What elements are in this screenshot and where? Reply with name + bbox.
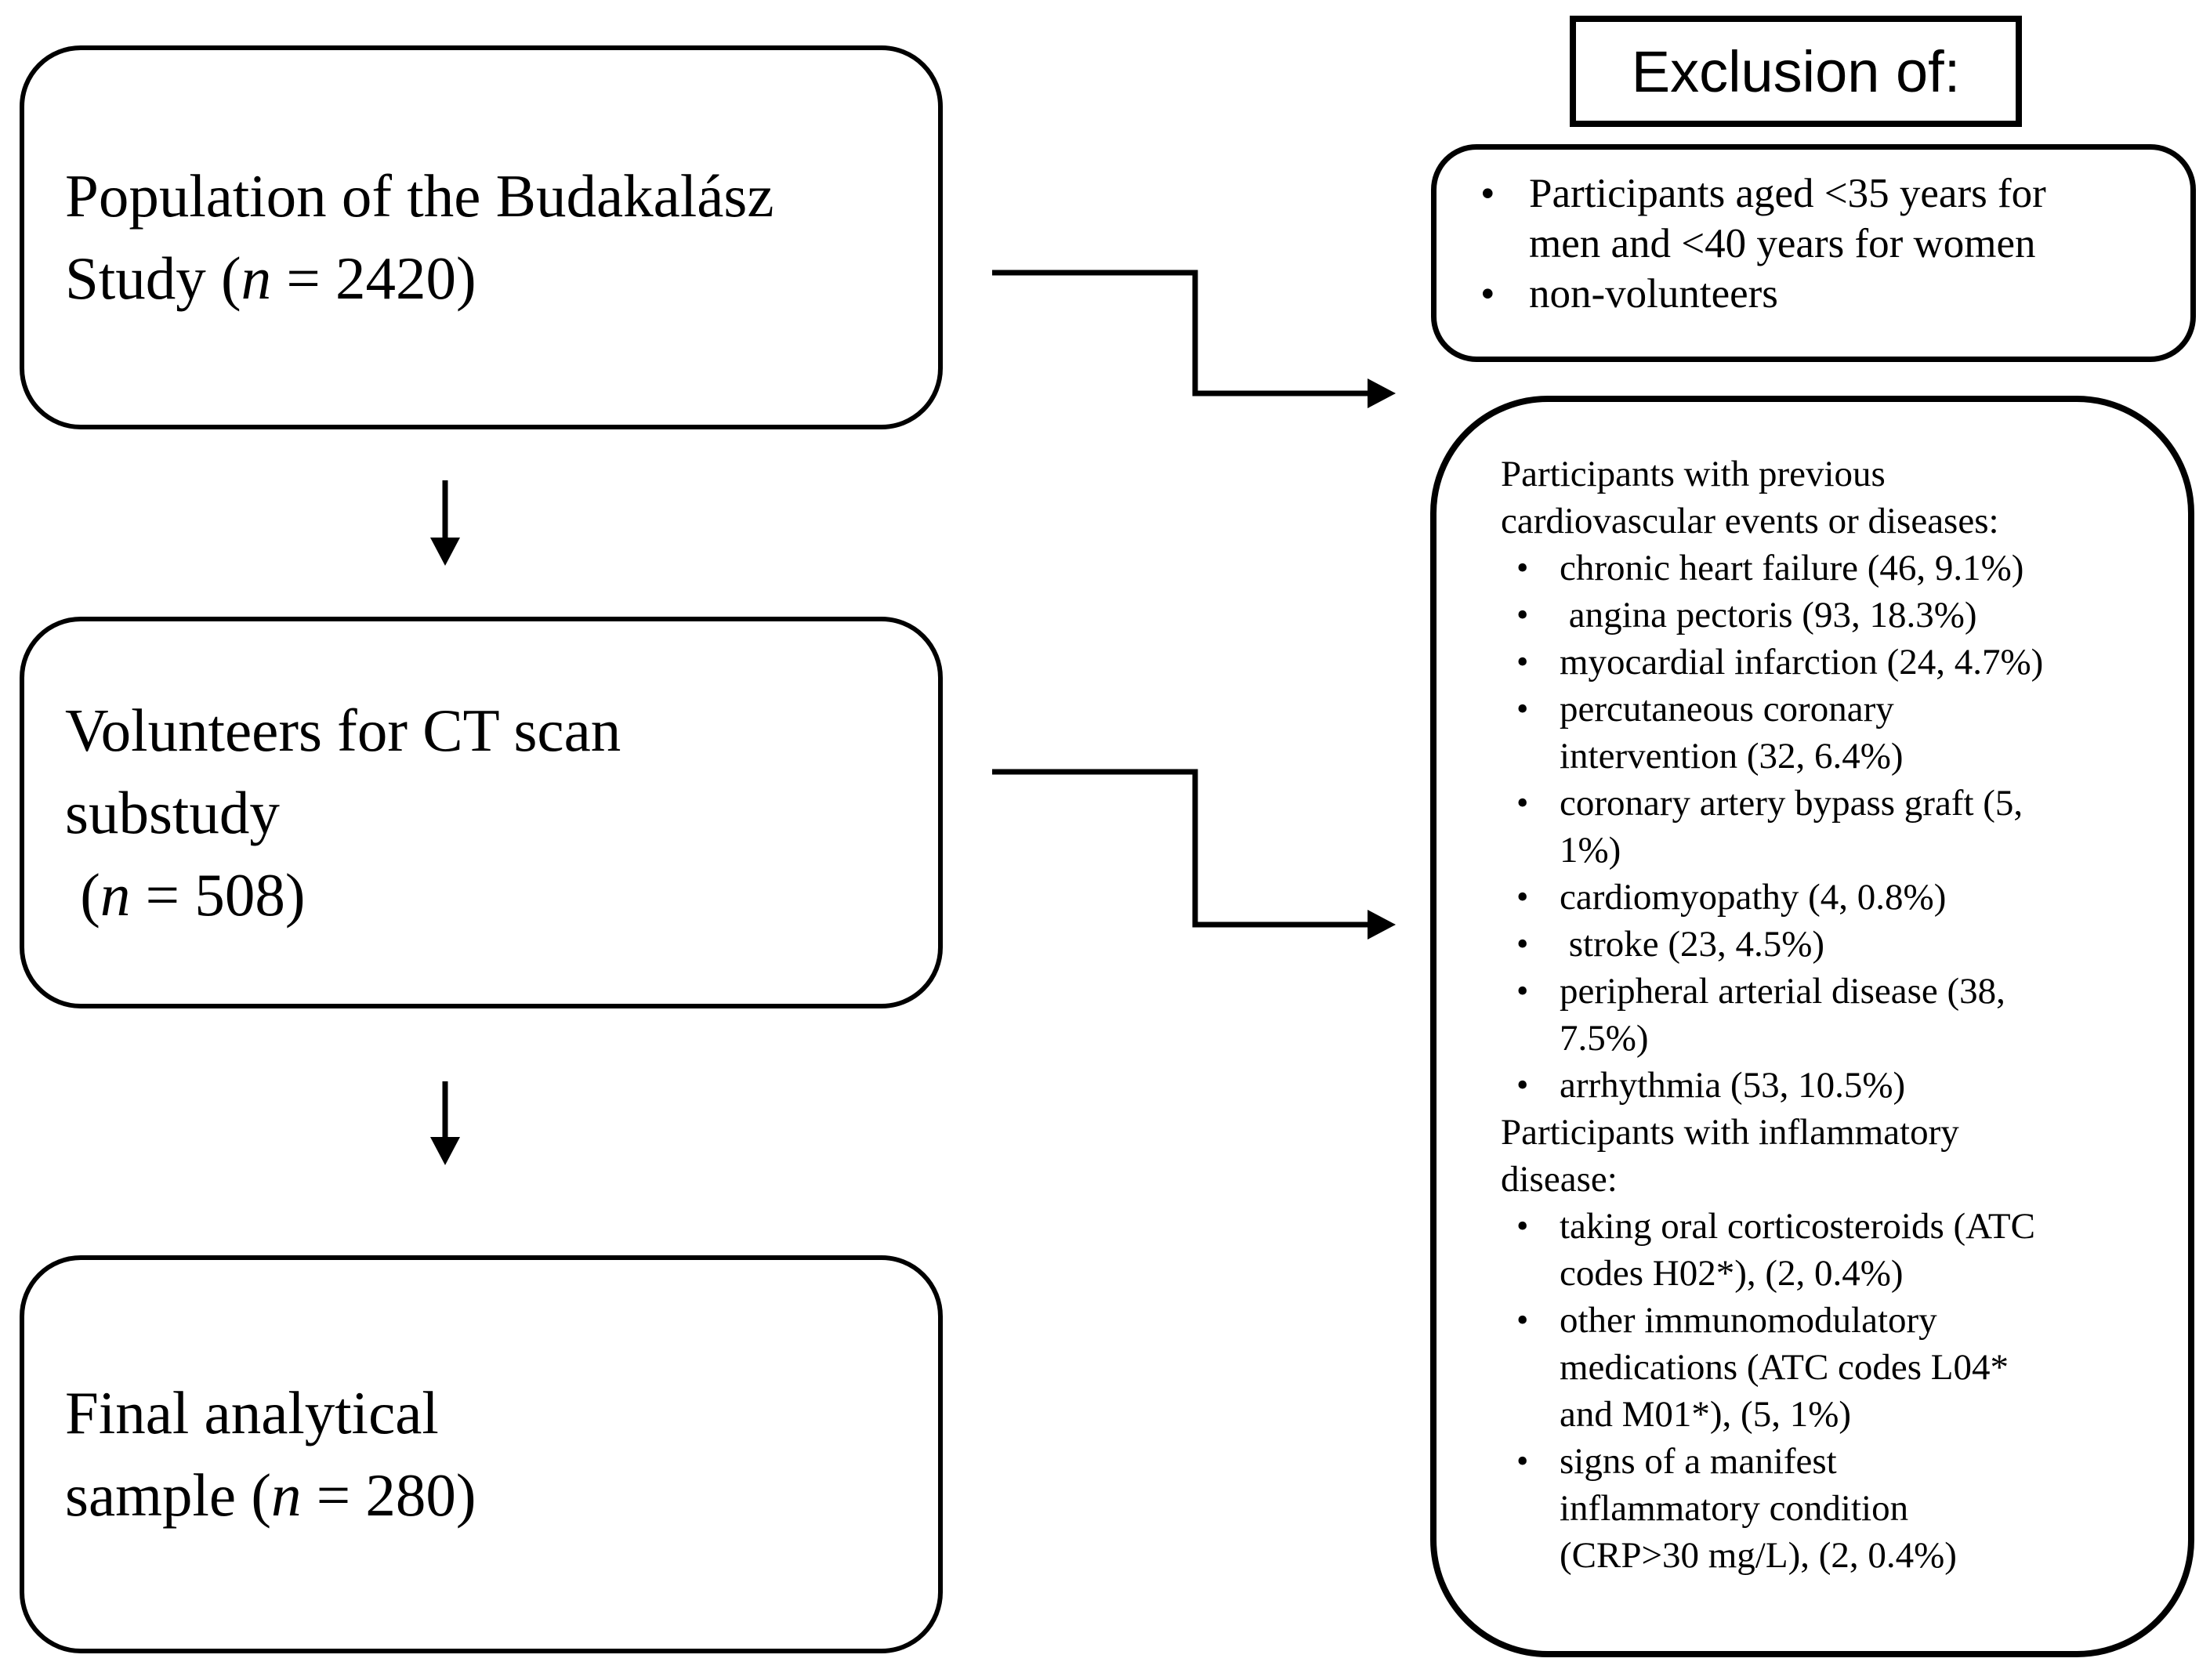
text-line: (n = 508) (65, 860, 306, 929)
text-line: chronic heart failure (46, 9.1%) (1560, 548, 2024, 588)
text-line: signs of a manifest (1560, 1441, 1837, 1482)
text-line: men and <40 years for women (1529, 221, 2036, 266)
text-line: Study (n = 2420) (65, 244, 476, 312)
text-line: (CRP>30 mg/L), (2, 0.4%) (1560, 1535, 1957, 1576)
text-line: percutaneous coronary (1560, 689, 1894, 730)
right-elbow-arrow-volunteers-to-exclusions (992, 769, 1396, 940)
bullet-item: chronic heart failure (46, 9.1%) (1516, 545, 2168, 592)
text-line: Population of the Budakalász (65, 162, 774, 230)
text-line: non-volunteers (1529, 271, 1778, 317)
down-arrow-volunteers-to-final (430, 1081, 460, 1165)
bullet-item: myocardial infarction (24, 4.7%) (1516, 639, 2168, 686)
paragraph: Participants with inflammatory disease: (1501, 1109, 2168, 1203)
bullet-item: percutaneous coronary intervention (32, 6… (1516, 686, 2168, 780)
bullet-item: other immunomodulatory medications (ATC c… (1516, 1297, 2168, 1438)
exclusion-box-cardio-inflammatory: Participants with previous cardiovascular… (1430, 396, 2194, 1657)
flow-box-ct-volunteers: Volunteers for CT scan substudy (n = 508) (20, 617, 943, 1008)
text-line: angina pectoris (93, 18.3%) (1560, 595, 1977, 635)
exclusion-header-box: Exclusion of: (1570, 16, 2022, 127)
text-line: Participants with previous (1501, 454, 1886, 494)
bullet-item: non-volunteers (1480, 269, 2167, 319)
text-line: Final analytical (65, 1379, 439, 1446)
text-line: other immunomodulatory (1560, 1300, 1937, 1341)
text-line: substudy (65, 778, 280, 846)
text-line: coronary artery bypass graft (5, (1560, 783, 2023, 824)
bullet-item: arrhythmia (53, 10.5%) (1516, 1062, 2168, 1109)
text-line: medications (ATC codes L04* (1560, 1347, 2009, 1388)
text-line: Participants with inflammatory (1501, 1112, 1959, 1153)
text-line: codes H02*), (2, 0.4%) (1560, 1253, 1904, 1294)
exclusion-box-age-volunteers: Participants aged <35 years for men and <… (1431, 144, 2196, 362)
bullet-item: angina pectoris (93, 18.3%) (1516, 592, 2168, 639)
text-line: myocardial infarction (24, 4.7%) (1560, 642, 2044, 682)
right-elbow-arrow-population-to-exclusions (992, 270, 1396, 408)
text-line: sample (n = 280) (65, 1461, 476, 1529)
text-line: stroke (23, 4.5%) (1560, 924, 1825, 965)
text-line: Participants aged <35 years for (1529, 171, 2046, 216)
text-line: taking oral corticosteroids (ATC (1560, 1206, 2035, 1247)
text-line: disease: (1501, 1159, 1618, 1200)
bullet-item: peripheral arterial disease (38, 7.5%) (1516, 968, 2168, 1062)
text-line: 1%) (1560, 830, 1621, 871)
bullet-item: taking oral corticosteroids (ATC codes H0… (1516, 1203, 2168, 1297)
bullet-item: signs of a manifest inflammatory conditio… (1516, 1438, 2168, 1579)
text-line: inflammatory condition (1560, 1488, 1909, 1529)
bullet-item: stroke (23, 4.5%) (1516, 921, 2168, 968)
text-line: intervention (32, 6.4%) (1560, 736, 1904, 777)
text-line: arrhythmia (53, 10.5%) (1560, 1065, 1906, 1106)
bullet-item: cardiomyopathy (4, 0.8%) (1516, 874, 2168, 921)
text-line: cardiomyopathy (4, 0.8%) (1560, 877, 1947, 918)
bullet-item: coronary artery bypass graft (5, 1%) (1516, 780, 2168, 874)
down-arrow-population-to-volunteers (430, 480, 460, 566)
text-line: peripheral arterial disease (38, (1560, 971, 2005, 1012)
bullet-item: Participants aged <35 years for men and <… (1480, 168, 2167, 269)
exclusion-header-label: Exclusion of: (1631, 38, 1961, 104)
paragraph: Participants with previous cardiovascular… (1501, 451, 2168, 545)
text-line: and M01*), (5, 1%) (1560, 1394, 1852, 1435)
text-line: 7.5%) (1560, 1018, 1649, 1059)
text-line: Volunteers for CT scan (65, 696, 621, 764)
flow-box-final-sample: Final analytical sample (n = 280) (20, 1255, 943, 1653)
text-line: cardiovascular events or diseases: (1501, 501, 1999, 541)
